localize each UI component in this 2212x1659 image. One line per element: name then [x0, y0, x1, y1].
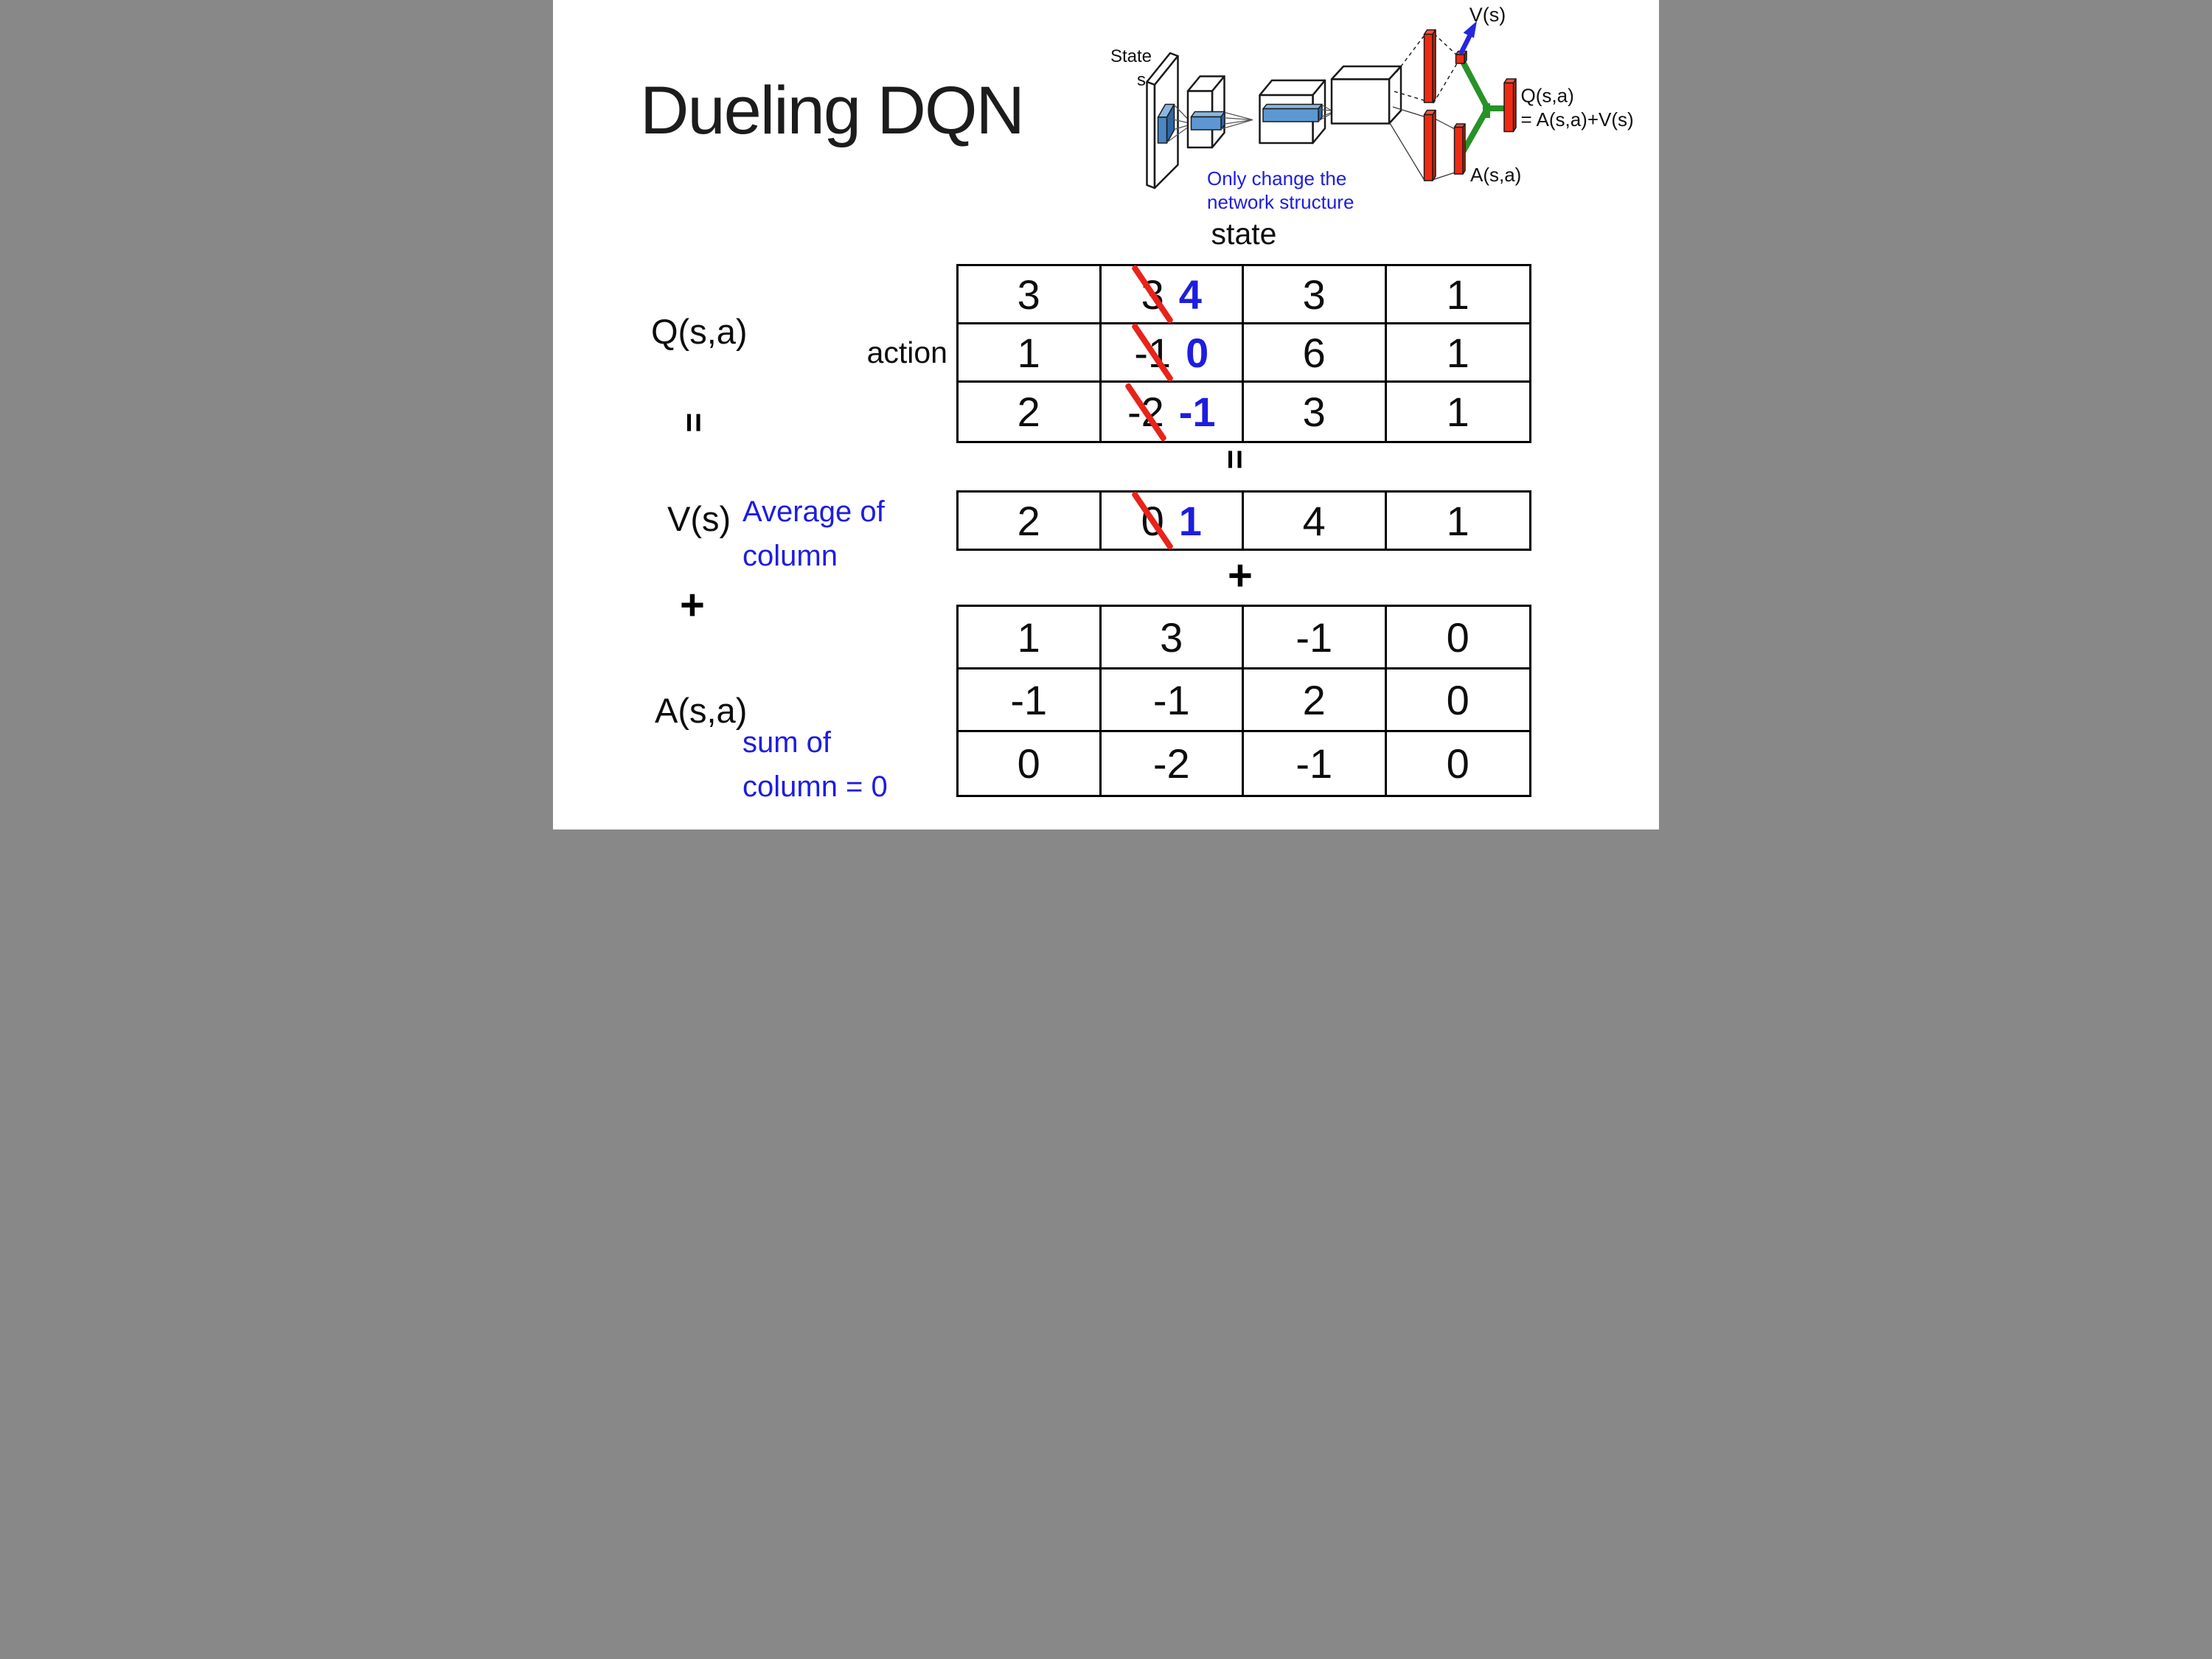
v-matrix-label: V(s) [667, 499, 731, 538]
diagram-a-output-label: A(s,a) [1470, 164, 1521, 186]
red-strikethrough [1131, 264, 1175, 324]
crossed-out-value: 0 [1131, 490, 1175, 551]
corrected-value: 1 [1178, 497, 1202, 544]
corrected-value: 0 [1186, 329, 1209, 376]
red-strikethrough [1131, 322, 1175, 383]
plus-symbol-center: + [1228, 552, 1253, 599]
diagram-q-output-label-2: = A(s,a)+V(s) [1521, 108, 1634, 131]
table-cell: -2-1 [1102, 382, 1244, 442]
table-cell: 0 [1446, 740, 1470, 787]
plus-symbol-left: + [680, 581, 705, 629]
table-cell: 1 [959, 324, 1102, 383]
a-vector-bar [1453, 123, 1466, 175]
table-cell: 0 [1386, 607, 1529, 669]
fc-layer-box-4 [1330, 65, 1402, 125]
diagram-q-output-label-1: Q(s,a) [1521, 85, 1574, 107]
table-cell: -10 [1101, 322, 1244, 383]
table-cell: 2 [959, 493, 1102, 549]
crossed-out-value: 3 [1131, 264, 1175, 324]
table-cell: 1 [1446, 497, 1470, 544]
state-axis-label: state [1211, 217, 1277, 251]
v-annotation: Average of column [742, 490, 885, 578]
green-aggregator [1455, 55, 1510, 163]
table-cell: 3 [959, 266, 1102, 324]
v-output-arrow [1458, 21, 1477, 55]
v-scalar-node [1455, 50, 1467, 64]
diagram-v-output-label: V(s) [1470, 4, 1506, 26]
action-axis-label: action [866, 335, 947, 369]
cone-lines-2 [1220, 111, 1253, 130]
v-stream-bar [1423, 29, 1436, 103]
table-cell: 2 [1244, 669, 1387, 732]
red-strikethrough [1124, 382, 1167, 442]
table-cell: 0 [959, 732, 1102, 795]
a-stream-bar [1423, 109, 1436, 181]
v-value-table: 20141 [956, 490, 1531, 551]
diagram-note-line2: network structure [1207, 191, 1354, 213]
table-cell: -1 [1244, 607, 1387, 669]
equals-symbol-left: = [675, 412, 714, 433]
cone-lines-1 [1166, 105, 1193, 143]
diagram-state-s: s [1137, 70, 1146, 90]
a-annotation: sum of column = 0 [742, 720, 888, 809]
table-cell: 3 [1101, 607, 1244, 669]
feature-bar-2 [1190, 111, 1225, 131]
solid-fan-lines [1389, 106, 1455, 181]
conv-filter-1 [1157, 103, 1175, 144]
table-cell: 1 [1446, 389, 1470, 435]
diagram-note-line1: Only change the [1207, 167, 1346, 189]
dashed-fan-lines [1394, 33, 1458, 104]
table-cell: 0 [1386, 669, 1529, 732]
table-cell: -1 [959, 669, 1102, 732]
table-cell: -2 [1102, 732, 1244, 795]
feature-bar-3 [1262, 103, 1323, 122]
a-matrix-label: A(s,a) [655, 691, 748, 730]
slide-dueling-dqn: Dueling DQN [553, 0, 1659, 830]
table-cell: 1 [1386, 266, 1529, 324]
cone-lines-3 [1318, 104, 1332, 122]
table-cell: 2 [959, 383, 1102, 441]
table-cell: 1 [1386, 324, 1529, 383]
red-strikethrough [1131, 490, 1175, 551]
table-cell: 6 [1244, 324, 1387, 383]
diagram-state-label: State [1110, 46, 1152, 66]
table-cell: -1 [1101, 669, 1244, 732]
table-cell: 01 [1102, 490, 1244, 551]
table-cell: 4 [1244, 493, 1387, 549]
crossed-out-value: -2 [1124, 382, 1167, 442]
corrected-value: 4 [1178, 271, 1202, 318]
table-cell: 3 [1244, 266, 1387, 324]
network-diagram: State s V(s) Q(s,a) = A(s,a)+V(s) A(s,a)… [1110, 4, 1634, 213]
table-cell: -1 [1244, 732, 1387, 795]
v-annotation-line1: Average of [742, 495, 885, 528]
page-title: Dueling DQN [640, 73, 1025, 148]
table-cell: 1 [959, 607, 1102, 669]
q-output-bar [1503, 78, 1517, 133]
table-cell: 3 [1244, 383, 1387, 441]
a-annotation-line2: column = 0 [742, 771, 888, 803]
equals-symbol-center: = [1216, 449, 1255, 470]
table-cell: 34 [1101, 264, 1244, 324]
a-annotation-line1: sum of [742, 726, 832, 759]
corrected-value: -1 [1178, 389, 1216, 435]
v-annotation-line2: column [742, 540, 838, 572]
q-matrix-label: Q(s,a) [651, 312, 748, 351]
crossed-out-value: -1 [1131, 322, 1175, 383]
